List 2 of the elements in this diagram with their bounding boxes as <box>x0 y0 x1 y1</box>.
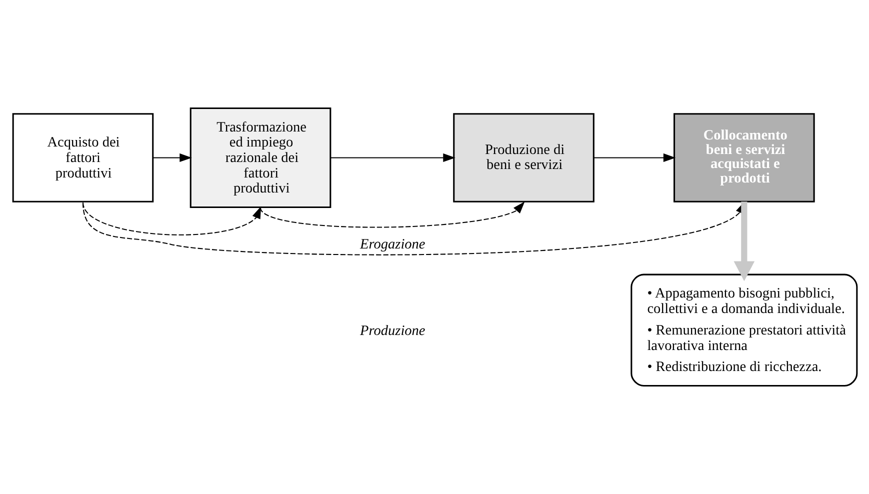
edge-label: Erogazione <box>360 236 425 253</box>
label: Produzione <box>360 322 425 339</box>
